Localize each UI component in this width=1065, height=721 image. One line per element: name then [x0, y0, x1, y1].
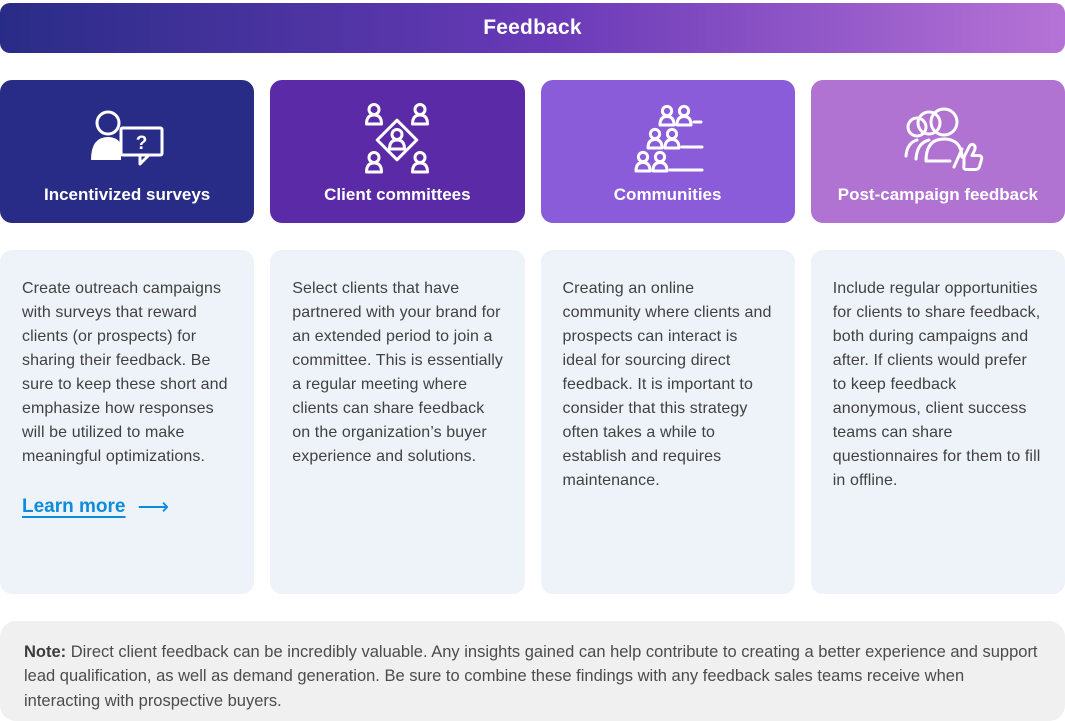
card-header-row: ? Incentivized surveys: [0, 80, 1065, 223]
card-description: Creating an online community where clien…: [562, 280, 772, 489]
note-body: Direct client feedback can be incredibly…: [24, 643, 1038, 710]
note-label: Note:: [24, 643, 67, 661]
card-title: Post-campaign feedback: [837, 185, 1039, 204]
card-body-post-campaign-feedback: Include regular opportunities for client…: [810, 250, 1065, 594]
card-description: Include regular opportunities for client…: [832, 280, 1041, 489]
card-body-communities: Creating an online community where clien…: [540, 250, 795, 594]
note-box: Note: Direct client feedback can be incr…: [0, 621, 1065, 721]
card-body-incentivized-surveys: Create outreach campaigns with surveys t…: [0, 250, 255, 594]
feedback-banner: Feedback: [0, 3, 1065, 53]
right-arrow-icon: ⟶: [137, 494, 170, 520]
card-description: Select clients that have partnered with …: [292, 280, 504, 465]
feedback-infographic: Feedback ? Incentivized surveys: [0, 3, 1065, 721]
card-title: Client committees: [324, 185, 471, 204]
card-description: Create outreach campaigns with surveys t…: [22, 280, 228, 465]
card-header-client-committees: Client committees: [270, 80, 525, 223]
person-question-survey-icon: ?: [84, 80, 170, 185]
committee-group-icon: [357, 80, 437, 185]
card-body-row: Create outreach campaigns with surveys t…: [0, 250, 1065, 594]
learn-more-link[interactable]: Learn more ⟶: [22, 493, 169, 522]
note-text: Note: Direct client feedback can be incr…: [24, 640, 1039, 713]
card-header-post-campaign-feedback: Post-campaign feedback: [810, 80, 1065, 223]
page-title: Feedback: [483, 16, 582, 39]
svg-text:?: ?: [136, 133, 148, 154]
community-people-list-icon: [622, 80, 714, 185]
card-title: Incentivized surveys: [43, 185, 211, 204]
card-header-incentivized-surveys: ? Incentivized surveys: [0, 80, 255, 223]
card-title: Communities: [613, 185, 722, 204]
card-body-client-committees: Select clients that have partnered with …: [270, 250, 525, 594]
learn-more-label[interactable]: Learn more: [22, 496, 126, 517]
card-header-communities: Communities: [540, 80, 795, 223]
group-thumbs-up-icon: [892, 80, 984, 185]
